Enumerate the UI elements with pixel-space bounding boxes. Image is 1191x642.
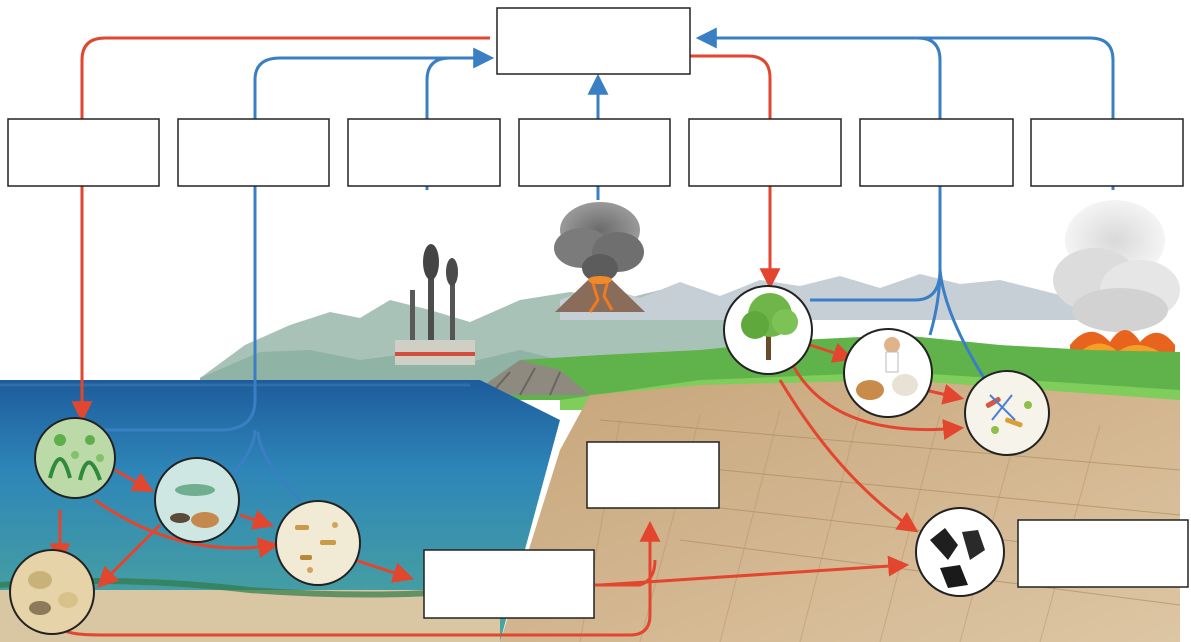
label-box-rock[interactable] (586, 441, 720, 509)
label-text-flow-5 (689, 119, 841, 186)
label-text-flow-4 (519, 119, 670, 186)
label-box-flow-2[interactable] (177, 118, 330, 187)
label-box-flow-3[interactable] (347, 118, 501, 187)
label-text-flow-6 (860, 119, 1013, 186)
tree-circle (723, 285, 813, 375)
label-boxes (7, 7, 1189, 619)
shells-sediment-circle (9, 549, 95, 635)
label-text-rock (587, 442, 719, 508)
label-text-sediments (424, 550, 594, 618)
fossil-fuel-circle (915, 507, 1005, 597)
label-text-fossil-fuels (1018, 520, 1188, 587)
label-box-flow-4[interactable] (518, 118, 671, 187)
animals-circle (843, 328, 933, 418)
label-box-fossil-fuels[interactable] (1017, 519, 1189, 588)
label-box-atmosphere[interactable] (496, 7, 691, 75)
ocean-decomposers-circle (275, 500, 361, 586)
label-box-flow-1[interactable] (7, 118, 160, 187)
label-text-flow-2 (178, 119, 329, 186)
marine-animals-circle (154, 457, 240, 543)
label-box-flow-7[interactable] (1030, 118, 1184, 187)
ocean (0, 380, 560, 642)
label-text-flow-7 (1031, 119, 1183, 186)
label-text-flow-1 (8, 119, 159, 186)
volcano (554, 202, 645, 313)
label-text-flow-3 (348, 119, 500, 186)
phytoplankton-circle (34, 417, 116, 499)
factory (395, 244, 475, 365)
forest-fire (1053, 200, 1180, 355)
label-box-sediments[interactable] (423, 549, 595, 619)
label-box-flow-6[interactable] (859, 118, 1014, 187)
label-box-flow-5[interactable] (688, 118, 842, 187)
soil-decomposers-circle (964, 370, 1050, 456)
label-text-atmosphere (497, 8, 690, 74)
